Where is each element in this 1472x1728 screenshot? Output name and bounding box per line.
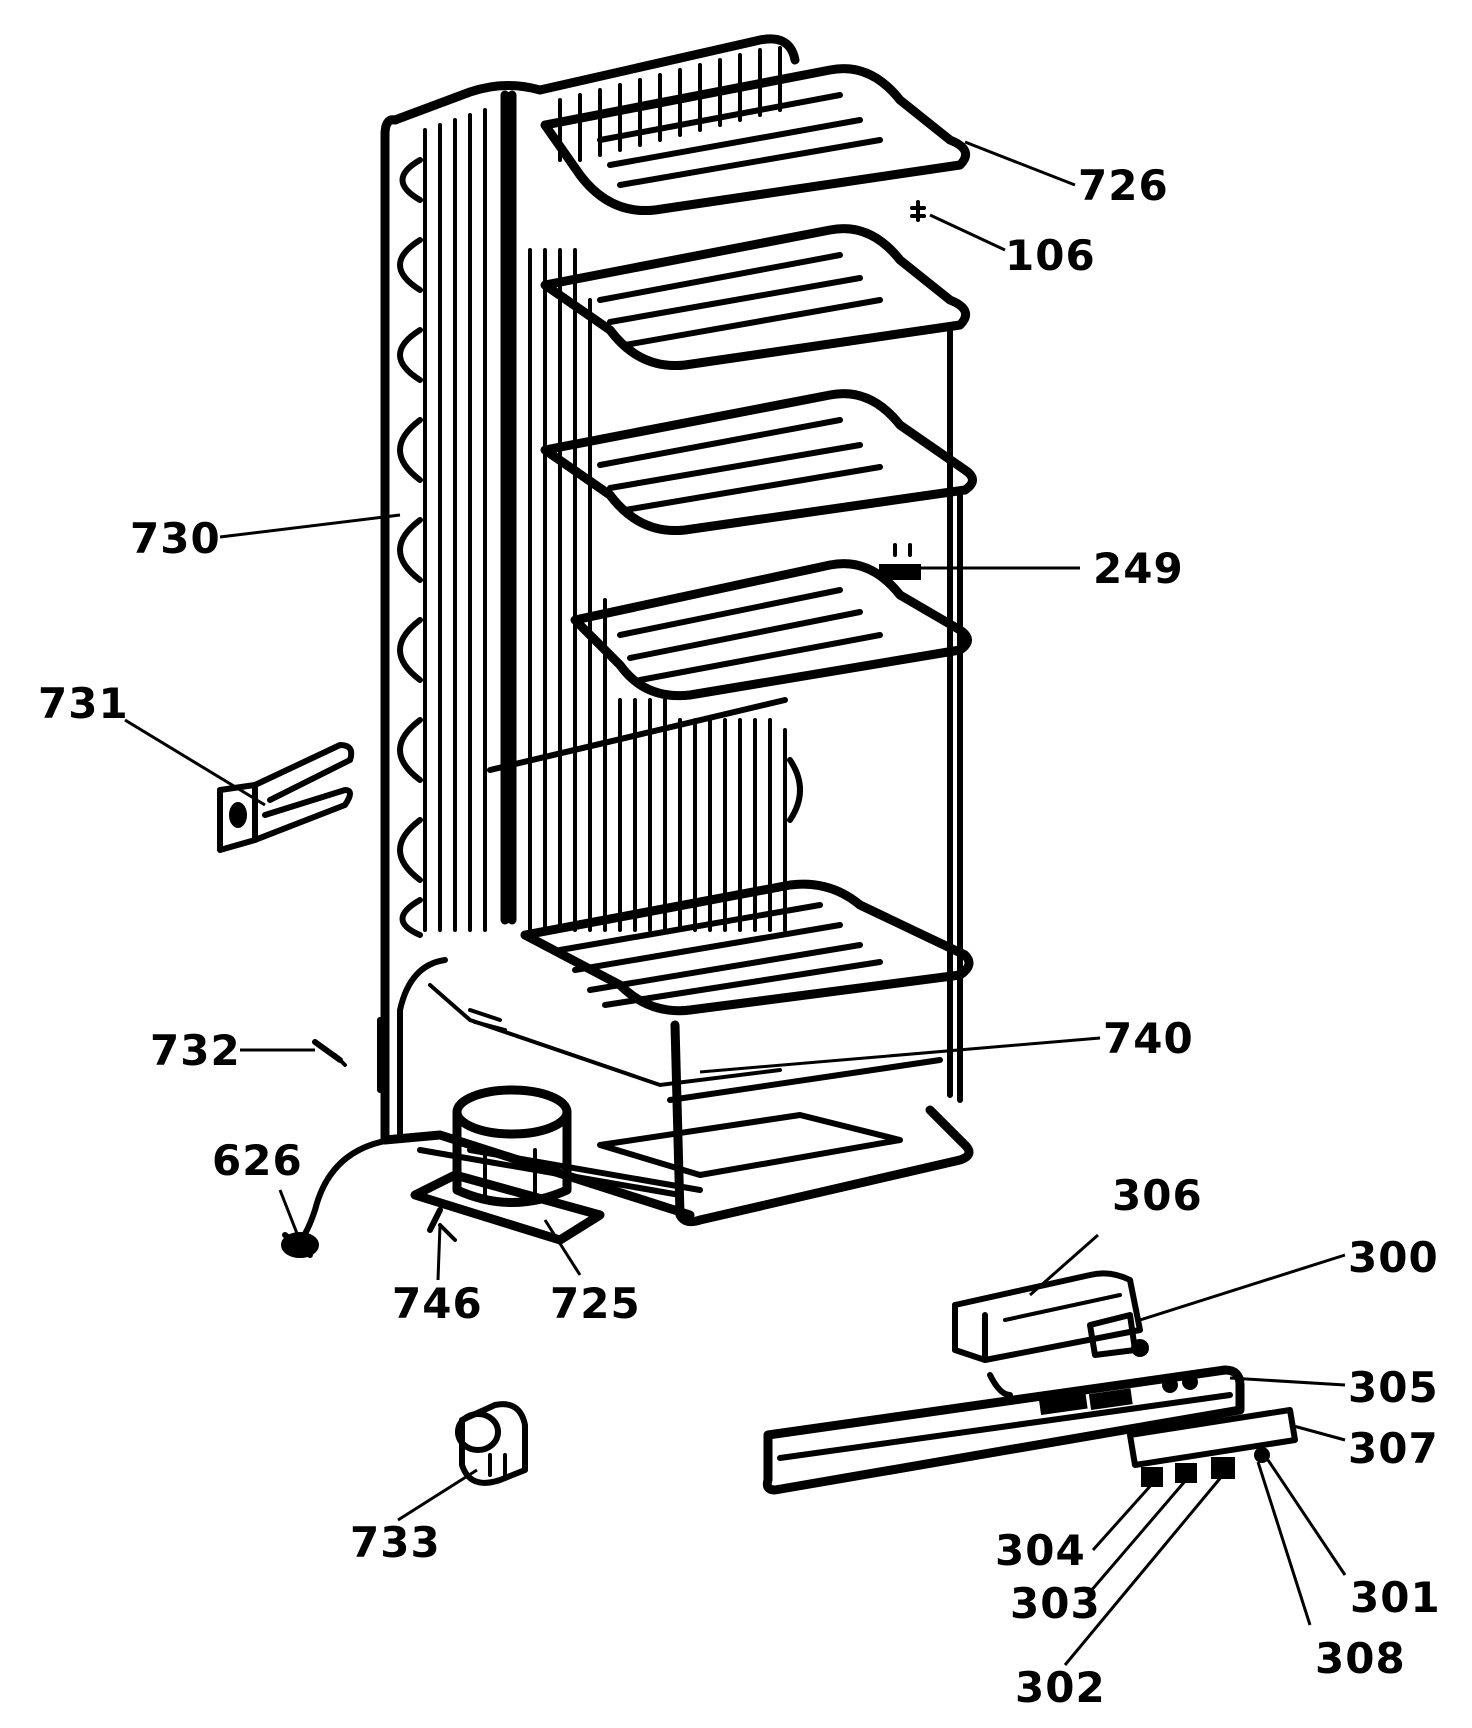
defrost-drain-line — [428, 983, 782, 1088]
callout-725: 725 — [550, 1279, 641, 1328]
thermostat-300 — [1087, 1312, 1149, 1358]
callout-249: 249 — [1093, 544, 1184, 593]
leader-lines — [124, 140, 1347, 1666]
plug — [281, 1232, 319, 1258]
callout-726: 726 — [1078, 161, 1169, 210]
callout-302: 302 — [1015, 1663, 1106, 1712]
switch-304 — [1141, 1467, 1163, 1487]
pin-732 — [312, 1039, 347, 1067]
callout-304: 304 — [995, 1526, 1086, 1575]
clip-249 — [879, 543, 921, 580]
callout-307: 307 — [1348, 1424, 1439, 1473]
control-panel-305 — [762, 1365, 1245, 1495]
callout-732: 732 — [150, 1026, 241, 1075]
lens-307 — [1127, 1407, 1298, 1468]
evaporator-shelf-4 — [570, 559, 972, 701]
screw-106 — [910, 200, 926, 222]
bracket-731 — [217, 742, 355, 853]
callout-746: 746 — [392, 1279, 483, 1328]
switch-303 — [1175, 1463, 1197, 1483]
mount-746 — [438, 1223, 457, 1242]
evaporator-shelf-3 — [540, 389, 977, 536]
lower-frame — [380, 1020, 974, 1227]
callout-730: 730 — [130, 514, 221, 563]
evaporator-shelf-5 — [520, 879, 974, 1016]
callout-303: 303 — [1010, 1579, 1101, 1628]
callout-308: 308 — [1315, 1634, 1406, 1683]
switch-302 — [1211, 1457, 1235, 1479]
power-cord — [292, 1137, 393, 1248]
control-cover-306 — [952, 1270, 1143, 1363]
shelf-support-rod — [947, 322, 963, 1103]
callout-740: 740 — [1103, 1014, 1194, 1063]
small-connector-740 — [468, 1008, 507, 1032]
compressor — [410, 1085, 605, 1245]
evaporator-shelf-2 — [540, 224, 971, 371]
callout-306: 306 — [1112, 1171, 1203, 1220]
callout-305: 305 — [1348, 1363, 1439, 1412]
relay-733 — [455, 1401, 528, 1486]
callout-106: 106 — [1005, 231, 1096, 280]
wire-harness — [397, 957, 448, 1143]
callout-300: 300 — [1348, 1233, 1439, 1282]
callout-626: 626 — [212, 1136, 303, 1185]
callout-labels: 726 106 730 249 731 732 740 626 746 725 … — [38, 161, 1441, 1712]
callout-301: 301 — [1350, 1573, 1441, 1622]
bulb-301 — [1254, 1447, 1270, 1463]
condenser-frame — [380, 34, 803, 1145]
callout-731: 731 — [38, 679, 129, 728]
evaporator-shelf-1 — [540, 64, 971, 216]
callout-733: 733 — [350, 1518, 441, 1567]
